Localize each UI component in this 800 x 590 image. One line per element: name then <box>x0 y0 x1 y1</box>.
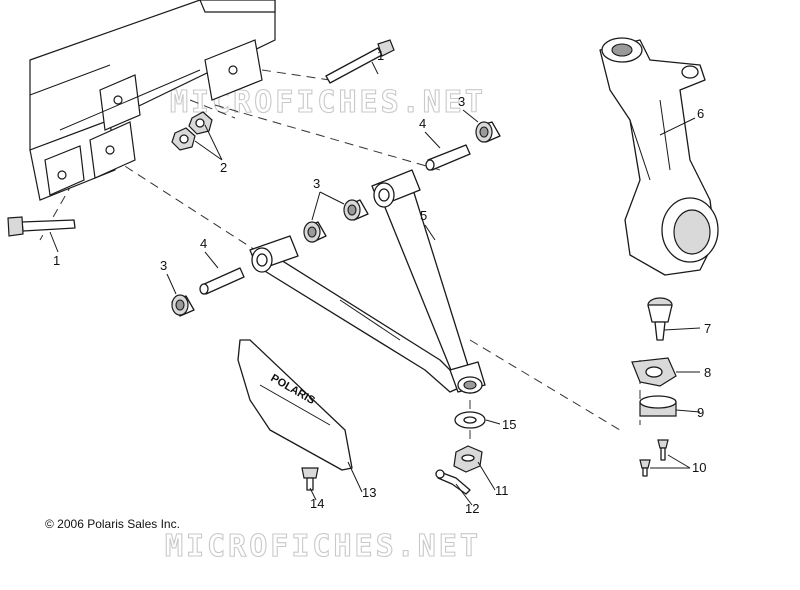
sleeve-left <box>199 267 245 295</box>
screws <box>639 439 669 477</box>
cotter-pin <box>435 469 471 495</box>
callout-washer: 15 <box>502 417 516 432</box>
callout-bushing-mid: 3 <box>313 176 320 191</box>
bushing-left <box>171 294 195 317</box>
frame-chassis <box>29 0 276 201</box>
copyright-text: © 2006 Polaris Sales Inc. <box>45 517 180 531</box>
spindle <box>599 37 719 276</box>
callout-bolt-top: 1 <box>377 48 384 63</box>
callout-sleeve-top: 4 <box>419 116 426 131</box>
castle-nut <box>453 445 483 473</box>
callout-cap: 9 <box>697 405 704 420</box>
callout-screws: 10 <box>692 460 706 475</box>
bushing-mid <box>303 199 369 243</box>
bushing-top <box>475 121 501 143</box>
ball-joint <box>647 297 673 341</box>
callout-a-arm: 5 <box>420 208 427 223</box>
callout-labels: 1 1 2 3 3 3 4 4 5 6 7 8 9 10 11 12 13 14… <box>53 48 711 516</box>
callout-nuts: 2 <box>220 160 227 175</box>
callout-guard-screw: 14 <box>310 496 324 511</box>
plate <box>631 357 677 387</box>
sleeve-top <box>425 144 471 171</box>
bolt-top <box>325 39 395 84</box>
guard: POLARIS <box>237 339 353 471</box>
cap <box>639 395 677 417</box>
bolt-left <box>7 216 76 237</box>
callout-castle-nut: 11 <box>495 483 509 498</box>
callout-bolt-left: 1 <box>53 253 60 268</box>
watermark-bottom: MICROFICHES.NET <box>165 529 481 564</box>
callout-ball-joint: 7 <box>704 321 711 336</box>
washer <box>454 411 486 429</box>
callout-plate: 8 <box>704 365 711 380</box>
callout-leaders <box>49 61 701 506</box>
a-arm <box>249 169 486 394</box>
callout-bushing-left: 3 <box>160 258 167 273</box>
callout-spindle: 6 <box>697 106 704 121</box>
callout-sleeve-left: 4 <box>200 236 207 251</box>
guard-screw <box>301 467 319 491</box>
callout-bushing-top: 3 <box>458 94 465 109</box>
callout-guard: 13 <box>362 485 376 500</box>
callout-cotter-pin: 12 <box>465 501 479 516</box>
